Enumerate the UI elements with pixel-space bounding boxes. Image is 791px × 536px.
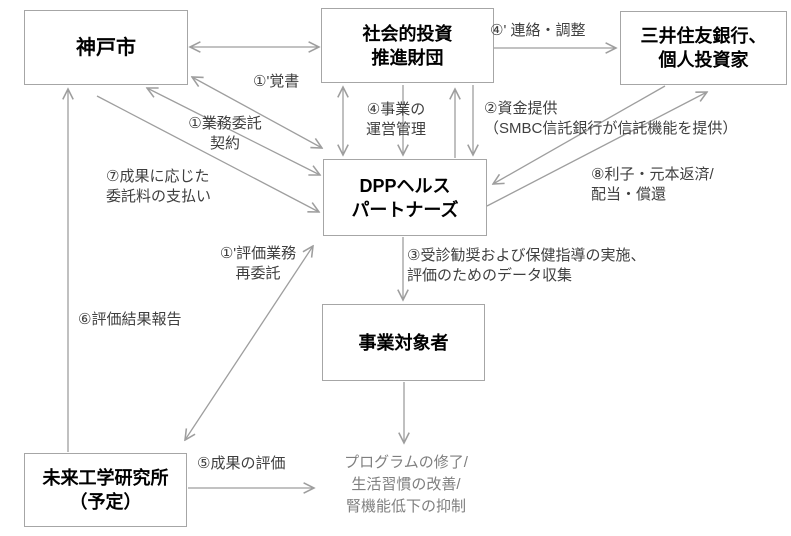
edge-label-evaluation-report: ⑥評価結果報告 [78, 311, 182, 328]
node-smbc-bank-investors: 三井住友銀行、 個人投資家 [620, 11, 787, 85]
edge-label-funding: ②資金提供 （SMBC信託銀行が信託機能を提供） [484, 100, 738, 137]
edge-label-consignment-contract: ①業務委託 契約 [188, 115, 262, 152]
edge-label-liaison-coordination: ④' 連絡・調整 [490, 22, 586, 39]
arrow-consign-kobe-dpp [147, 88, 320, 175]
edge-label-memorandum: ①'覚書 [253, 73, 300, 90]
outcome-text-block: プログラムの修了/ 生活習慣の改善/ 腎機能低下の抑制 [344, 454, 468, 515]
node-future-engineering-institute: 未来工学研究所 （予定） [24, 453, 187, 527]
node-kobe-city: 神戸市 [24, 10, 188, 85]
arrow-repayment-dpp-bank [486, 92, 707, 207]
edge-label-outcome-evaluation: ⑤成果の評価 [197, 455, 286, 472]
edge-label-result-payment: ⑦成果に応じた 委託料の支払い [106, 168, 212, 205]
arrow-funding-bank-dpp [493, 85, 666, 184]
edge-label-interest-repayment: ⑧利子・元本返済/ 配当・償還 [591, 166, 714, 203]
edge-label-health-guidance: ③受診勧奨および保健指導の実施、 評価のためのデータ収集 [407, 247, 646, 284]
node-social-investment-foundation: 社会的投資 推進財団 [321, 8, 494, 83]
node-program-participants: 事業対象者 [322, 304, 485, 381]
edge-label-operation-management: ④事業の 運営管理 [365, 101, 426, 138]
edge-label-evaluation-reentrustment: ①'評価業務 再委託 [219, 245, 297, 282]
arrow-reentrust-mirai-dpp [185, 246, 313, 440]
node-dpp-health-partners: DPPヘルス パートナーズ [323, 159, 487, 236]
arrow-payment-kobe-dpp [96, 95, 319, 212]
